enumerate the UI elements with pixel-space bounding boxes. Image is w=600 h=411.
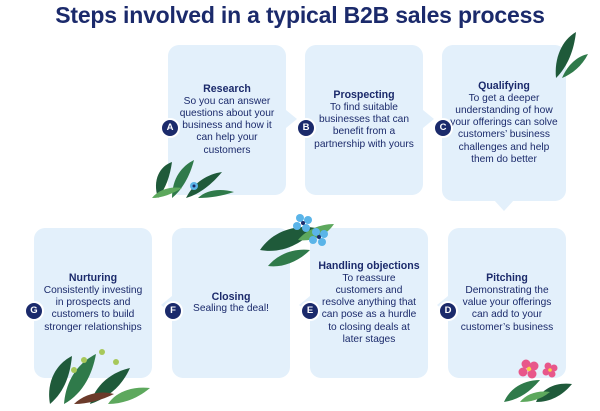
step-body: To find suitable businesses that can ben… <box>314 101 414 150</box>
step-card-closing: Closing Sealing the deal! <box>172 228 290 378</box>
step-heading: Qualifying <box>478 80 530 93</box>
step-badge-d: D <box>438 301 458 321</box>
card-tail <box>494 200 514 211</box>
step-badge-e: E <box>300 301 320 321</box>
pink-flower-icon <box>504 359 572 402</box>
step-badge-f: F <box>163 301 183 321</box>
step-heading: Nurturing <box>68 272 118 285</box>
step-card-handling-objections: Handling objections To reassure customer… <box>310 228 428 378</box>
step-badge-c: C <box>433 118 453 138</box>
step-heading: Handling objections <box>318 260 420 273</box>
step-heading: Research <box>203 83 251 96</box>
diagram-title: Steps involved in a typical B2B sales pr… <box>55 2 545 28</box>
leaf-cluster-icon <box>49 349 150 404</box>
blue-flower-icon <box>260 214 334 267</box>
step-card-nurturing: Nurturing Consistently investing in pros… <box>34 228 152 378</box>
step-card-pitching: Pitching Demonstrating the value your of… <box>448 228 566 378</box>
step-badge-a: A <box>160 118 180 138</box>
leaf-cluster-icon <box>555 32 588 78</box>
step-body: To reassure customers and resolve anythi… <box>321 272 417 345</box>
step-card-prospecting: Prospecting To find suitable businesses … <box>305 45 423 195</box>
step-body: To get a deeper understanding of how you… <box>450 92 558 165</box>
card-tail <box>286 110 297 128</box>
step-body: Sealing the deal! <box>193 303 269 315</box>
step-body: So you can answer questions about your b… <box>179 95 275 156</box>
step-heading: Closing <box>211 290 251 303</box>
card-tail <box>423 110 434 128</box>
leaf-cluster-icon <box>152 160 234 198</box>
step-body: Demonstrating the value your offerings c… <box>460 284 554 333</box>
step-card-qualifying: Qualifying To get a deeper understanding… <box>442 45 566 201</box>
step-heading: Prospecting <box>333 89 395 102</box>
step-heading: Pitching <box>486 272 528 285</box>
step-body: Consistently investing in prospects and … <box>43 284 143 333</box>
step-badge-b: B <box>296 118 316 138</box>
step-badge-g: G <box>24 301 44 321</box>
